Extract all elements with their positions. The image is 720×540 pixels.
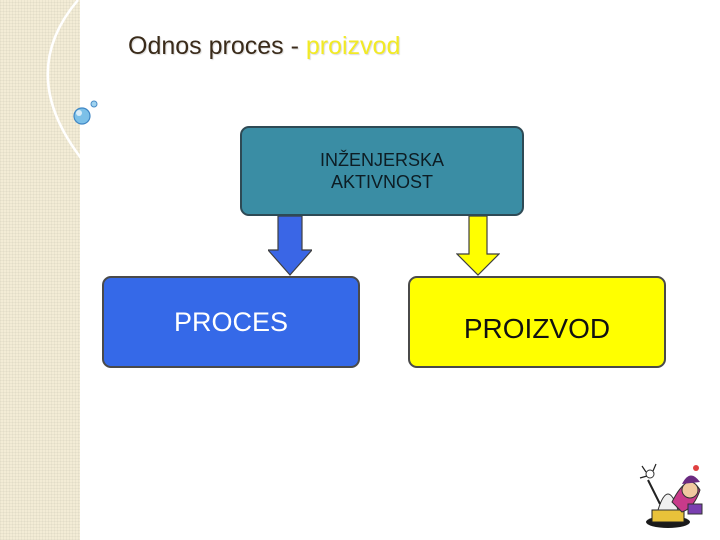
- engineering-activity-box: INŽENJERSKA AKTIVNOST: [240, 126, 524, 216]
- product-box: PROIZVOD: [408, 276, 666, 368]
- wizard-clipart-icon: [639, 463, 703, 528]
- product-label: PROIZVOD: [463, 313, 611, 344]
- arrow-down-yellow: [456, 216, 500, 276]
- title-main: Odnos proces -: [128, 32, 306, 60]
- arrow-down-blue: [268, 216, 312, 276]
- title-accent: proizvod: [305, 32, 401, 60]
- small-bubble-icon: [90, 100, 98, 108]
- process-box: PROCES: [102, 276, 360, 368]
- engineering-activity-label: INŽENJERSKA AKTIVNOST: [319, 150, 445, 192]
- left-textured-strip: [0, 0, 80, 540]
- decorative-arc: [46, 0, 98, 176]
- slide-title: Odnos proces - proizvod: [128, 32, 400, 61]
- bubble-icon: [73, 107, 91, 125]
- process-label: PROCES: [173, 306, 289, 337]
